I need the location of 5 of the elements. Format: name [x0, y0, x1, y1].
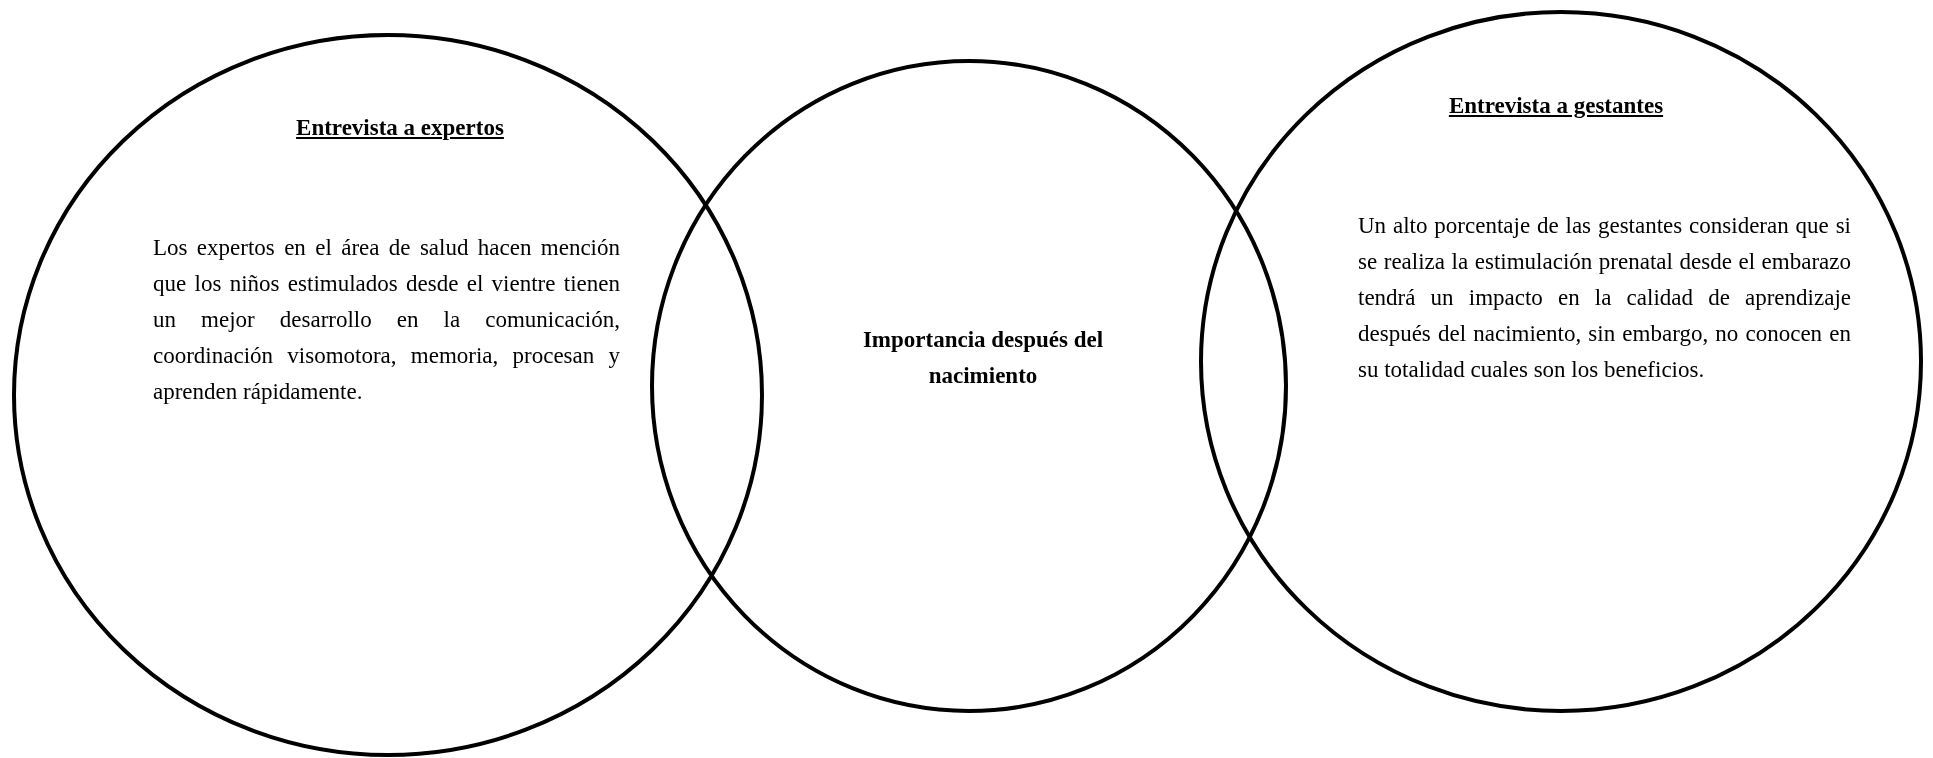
circle-heading: Entrevista a expertos	[295, 114, 505, 142]
circle-label: Importancia después del nacimiento	[861, 326, 1105, 390]
circle-description: Los expertos en el área de salud hacen mención que los niños estimulados desde el vientre tienen un mejor desarrollo en la comunicación, coordinación visomotora, memoria, procesan y aprenden rápidamente.	[153, 234, 620, 406]
circle-description: Un alto porcentaje de las gestantes consideran que si se realiza la estimulación prenatal desde el embarazo tendrá un impacto en la calidad de aprendizaje después del nacimiento, sin embargo, no conocen en su totalidad cuales son los beneficios.	[1358, 212, 1851, 384]
circle-heading: Entrevista a gestantes	[1447, 92, 1665, 120]
